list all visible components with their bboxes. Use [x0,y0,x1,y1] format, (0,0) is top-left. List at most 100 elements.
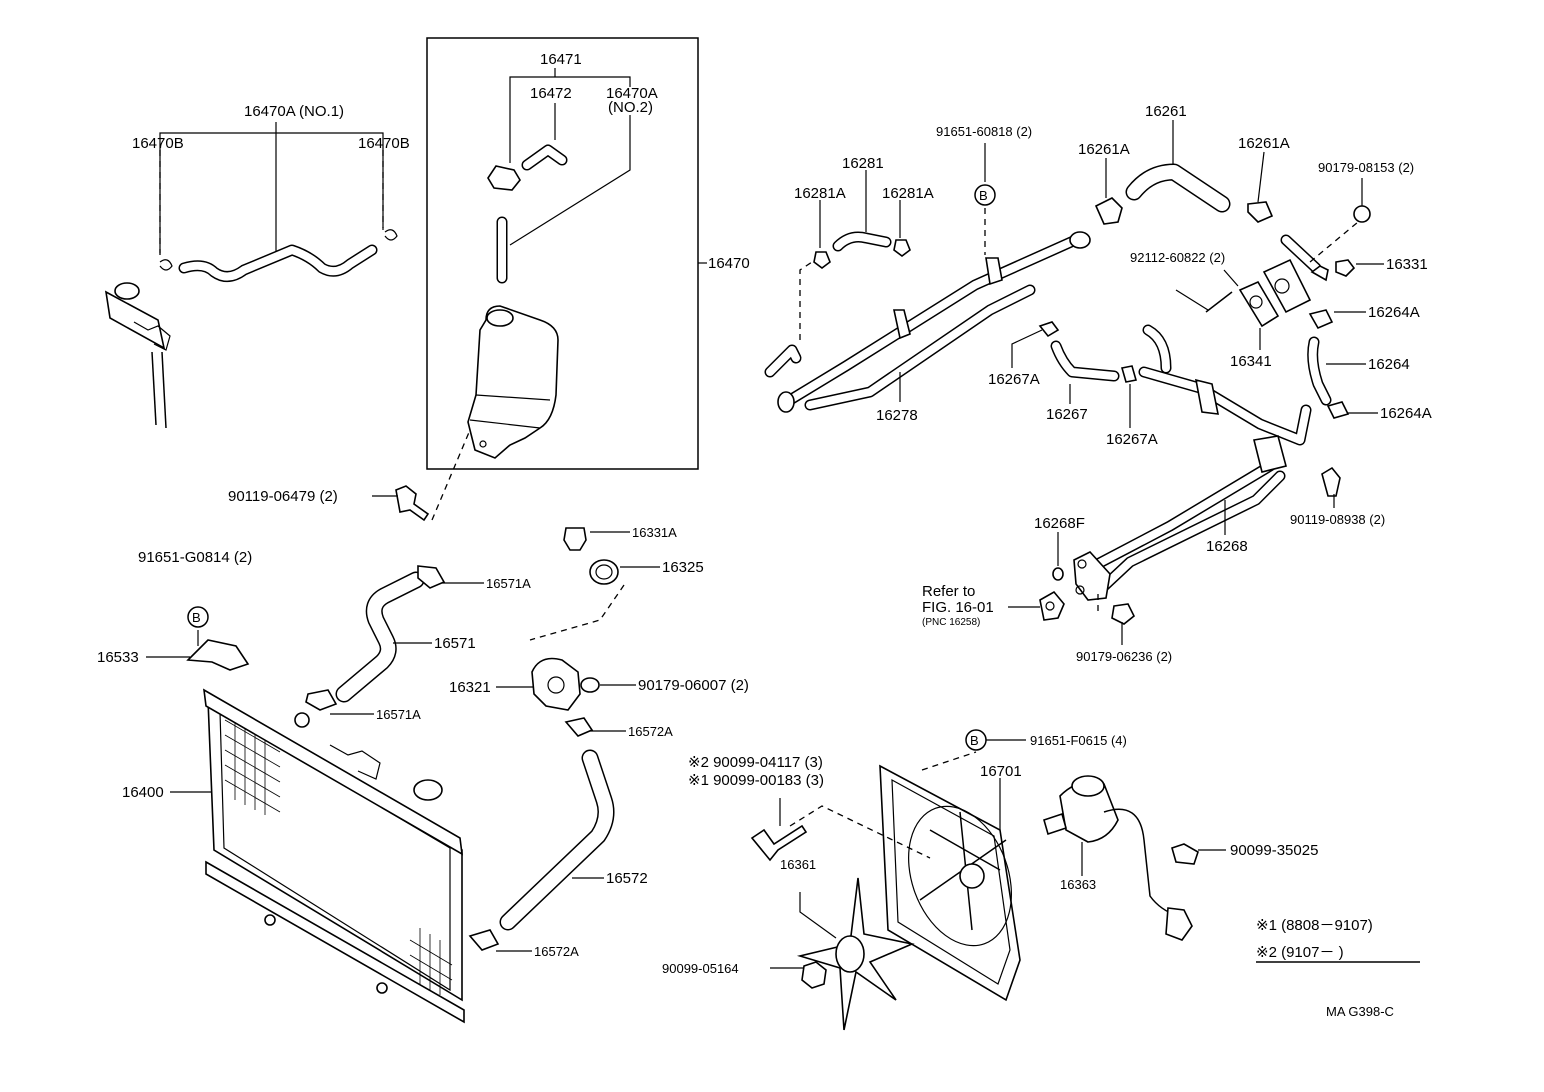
fan-ring [908,805,1012,947]
connector-90099-35025 [1171,843,1199,865]
label-90119-06479: 90119-06479 (2) [228,488,338,505]
label-16470: 16470 [708,255,750,272]
label-90099-00183: ※1 90099-00183 (3) [688,772,824,789]
nut-90099-05164 [801,961,827,989]
label-16361: 16361 [780,857,816,872]
label-16470A-no1: 16470A (NO.1) [244,103,344,120]
diagram-code: MA G398-C [1326,1004,1394,1019]
label-16470A-no2-bottom: (NO.2) [608,99,653,116]
note-2-range: ※2 (9107－ ) [1256,944,1344,961]
label-16331: 16331 [1386,256,1428,273]
label-refer-to: Refer to [922,583,975,600]
radiator-top-tank [203,688,463,856]
label-16264A-bottom: 16264A [1380,405,1432,422]
label-16572: 16572 [606,870,648,887]
label-16281: 16281 [842,155,884,172]
water-hose-16261-group [1094,120,1274,225]
label-16331A: 16331A [632,525,677,540]
leader-16470A-no2 [509,115,631,246]
label-90119-08938: 90119-08938 (2) [1290,512,1385,527]
label-16572A-bottom: 16572A [534,944,579,959]
label-16572A-top: 16572A [628,724,673,739]
label-16400: 16400 [122,784,164,801]
nut-90179-06007 [580,677,600,693]
label-16264A-top: 16264A [1368,304,1420,321]
clamp-16571A-bot [305,689,338,711]
outlet-16331 [1262,258,1312,314]
clamp-16571A-top [417,565,446,589]
label-16341: 16341 [1230,353,1272,370]
label-16278: 16278 [876,407,918,424]
label-16321: 16321 [449,679,491,696]
gasket-16325 [589,559,619,585]
fan-assembly-group [750,751,1226,1031]
label-92112-60822: 92112-60822 (2) [1130,250,1225,265]
label-16268: 16268 [1206,538,1248,555]
water-outlet-group [1175,178,1384,350]
bracket-16471 [509,76,631,163]
reservoir-cap [487,165,521,191]
label-16571A-bottom: 16571A [376,707,421,722]
bolt-mark-1 [974,184,996,206]
label-16470B-left: 16470B [132,135,184,152]
water-pipe-16268-group [1008,324,1341,645]
label-16571A-top: 16571A [486,576,531,591]
dash-90119-06479 [431,429,471,521]
reservoir-tank [467,305,559,459]
upper-radiator-hose-group [305,565,484,715]
label-90179-06236: 90179-06236 (2) [1076,649,1172,664]
label-16264: 16264 [1368,356,1410,373]
bolt-mark-2-label: B [192,610,201,625]
label-16533: 16533 [97,649,139,666]
bolt-90099-04117 [750,824,808,862]
bypass-hose-16264-group [1307,309,1378,419]
bolt-mark-2 [187,606,209,628]
bolt-90119-06479 [395,485,430,522]
label-16267A-right: 16267A [1106,431,1158,448]
label-16571: 16571 [434,635,476,652]
label-91651-F0615: 91651-F0615 (4) [1030,733,1127,748]
gasket-16341 [1238,280,1280,328]
bolt-mark-3-label: B [970,733,979,748]
label-16261A-right: 16261A [1238,135,1290,152]
radiator-bottom-tank [205,860,465,1024]
label-91651-60818: 91651-60818 (2) [936,124,1032,139]
label-refer-pnc: (PNC 16258) [922,617,980,628]
reservoir-assembly-box [426,37,699,470]
label-16281A-left: 16281A [794,185,846,202]
radiator-core [207,698,463,1002]
label-90179-06007: 90179-06007 (2) [638,677,749,694]
hose-16267-group [1011,321,1138,428]
oring-16268F [1052,567,1064,581]
label-16281A-right: 16281A [882,185,934,202]
label-16268F: 16268F [1034,515,1085,532]
part-number-labels: 16470A (NO.1) 16470B 16470B 16471 16472 … [97,51,1432,1019]
label-16472: 16472 [530,85,572,102]
label-16470A-no2-top: 16470A [606,85,658,102]
fan-shroud-16701 [879,764,1021,1002]
label-90099-35025: 90099-35025 [1230,842,1318,859]
label-16470B-right: 16470B [358,135,410,152]
label-16363: 16363 [1060,877,1096,892]
label-refer-fig: FIG. 16-01 [922,599,994,616]
thermostat-group [468,527,660,952]
overflow-hose-group [104,122,398,429]
water-pipe-16278-group [764,143,1091,413]
label-90099-05164: 90099-05164 [662,961,739,976]
label-91651-G0814: 91651-G0814 (2) [138,549,252,566]
sensor-16331A [563,527,587,551]
label-90179-08153: 90179-08153 (2) [1318,160,1414,175]
note-1-range: ※1 (8808－9107) [1256,917,1373,934]
bracket-16470A-no1 [159,132,384,253]
radiator-16400 [170,688,465,1024]
label-16261A-left: 16261A [1078,141,1130,158]
clamp-16572A-bot [468,929,500,951]
label-16471: 16471 [540,51,582,68]
label-16261: 16261 [1145,103,1187,120]
bracket-16533 [146,630,250,671]
reservoir-assembly-group [426,37,707,521]
label-16267A-left: 16267A [988,371,1040,388]
radiator-fins [224,716,453,995]
bolt-mark-1-label: B [979,188,988,203]
